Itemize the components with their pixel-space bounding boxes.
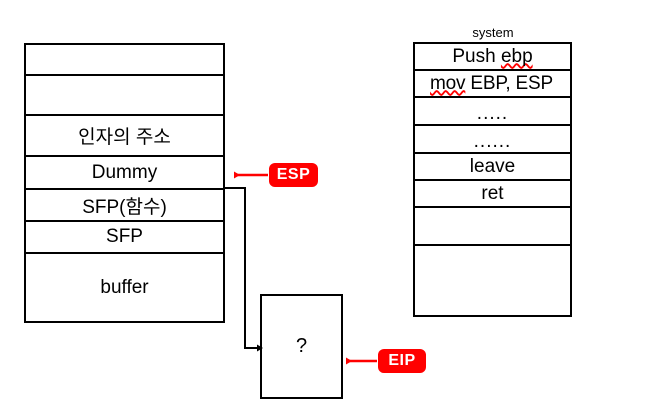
spellcheck-underline: ebp (500, 45, 533, 67)
stack-row-label: Dummy (91, 161, 158, 183)
system-row-label: ...... (473, 131, 512, 152)
stack-row-sfp: SFP (26, 222, 223, 254)
system-row-ellipsis-first: ..... (415, 98, 570, 126)
stack-row-label: 인자의 주소 (78, 127, 171, 148)
stack-row-sfp-function: SFP(함수) (26, 190, 223, 222)
spellcheck-underline: mov (430, 72, 466, 94)
system-function-table: Push ebp mov EBP, ESP ..... ...... leave… (413, 42, 572, 317)
system-row-leave: leave (415, 154, 570, 181)
unknown-box-label: ? (295, 335, 308, 357)
system-row-push-ebp: Push ebp (415, 44, 570, 71)
stack-row-dummy: Dummy (26, 157, 223, 190)
stack-row-argument-address: 인자의 주소 (26, 116, 223, 157)
unknown-return-address-box: ? (260, 294, 343, 399)
system-row-mov-ebp-esp: mov EBP, ESP (415, 71, 570, 98)
esp-register-badge: ESP (269, 163, 318, 187)
system-row-label: Push ebp (452, 45, 533, 67)
system-row-empty-second (415, 246, 570, 293)
system-row-ellipsis-second: ...... (415, 126, 570, 154)
eip-register-badge: EIP (378, 349, 426, 373)
dummy-to-unknown-connector (225, 187, 263, 352)
system-row-label: mov EBP, ESP (430, 72, 553, 94)
system-row-ret: ret (415, 181, 570, 208)
system-function-caption: system (472, 25, 514, 40)
stack-row-label: buffer (100, 276, 149, 298)
stack-row-buffer: buffer (26, 254, 223, 321)
system-row-label: ..... (476, 103, 509, 124)
stack-row-label: SFP (106, 226, 143, 247)
eip-register-label: EIP (388, 352, 416, 369)
stack-row-empty-top (26, 45, 223, 76)
stack-row-empty-second (26, 76, 223, 116)
esp-register-label: ESP (276, 166, 311, 183)
system-row-label: ret (481, 182, 504, 204)
stack-row-label: SFP(함수) (82, 196, 167, 218)
system-row-label: leave (469, 155, 516, 177)
system-row-empty-first (415, 208, 570, 246)
stack-frame-table: 인자의 주소 Dummy SFP(함수) SFP buffer (24, 43, 225, 323)
